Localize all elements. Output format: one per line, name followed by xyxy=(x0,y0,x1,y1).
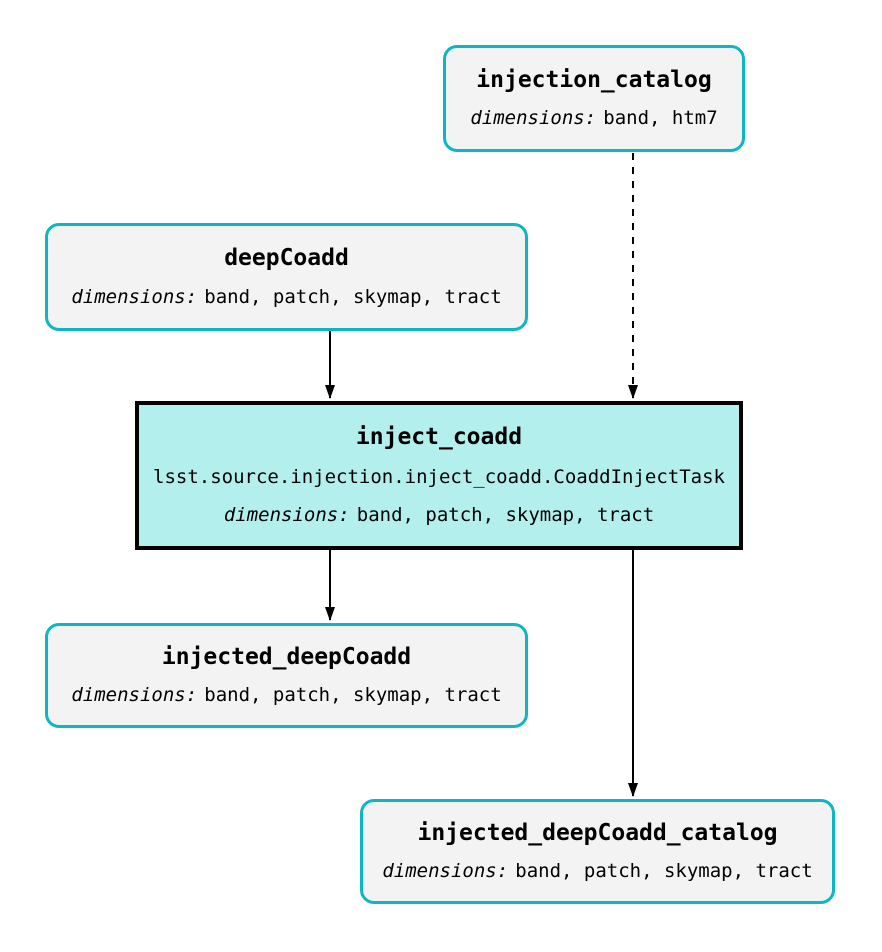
dimensions-value: band, htm7 xyxy=(603,107,718,130)
node-title: deepCoadd xyxy=(224,244,349,271)
dimensions-label: dimensions: xyxy=(223,503,350,526)
node-inject-coadd-task: inject_coadd lsst.source.injection.injec… xyxy=(135,401,743,550)
node-injection-catalog: injection_catalog dimensions: band, htm7 xyxy=(443,45,745,152)
dimensions-value: band, patch, skymap, tract xyxy=(204,684,502,707)
node-dimensions: dimensions: band, patch, skymap, tract xyxy=(223,503,655,526)
node-title: inject_coadd xyxy=(355,424,523,451)
node-dimensions: dimensions: band, htm7 xyxy=(470,108,717,129)
dimensions-label: dimensions: xyxy=(71,286,198,309)
dimensions-value: band, patch, skymap, tract xyxy=(515,860,813,883)
node-title: injection_catalog xyxy=(476,66,712,93)
task-class-path: lsst.source.injection.inject_coadd.Coadd… xyxy=(153,466,725,489)
dimensions-label: dimensions: xyxy=(470,107,597,130)
node-injected-deepcoadd: injected_deepCoadd dimensions: band, patc… xyxy=(45,623,528,728)
node-dimensions: dimensions: band, patch, skymap, tract xyxy=(71,287,501,308)
node-title: injected_deepCoadd_catalog xyxy=(417,819,778,846)
node-deepcoadd: deepCoadd dimensions: band, patch, skymap… xyxy=(45,223,528,331)
dimensions-value: band, patch, skymap, tract xyxy=(356,503,655,526)
dimensions-label: dimensions: xyxy=(71,684,198,707)
dimensions-label: dimensions: xyxy=(382,860,509,883)
node-title: injected_deepCoadd xyxy=(161,643,412,670)
node-injected-deepcoadd-catalog: injected_deepCoadd_catalog dimensions: ba… xyxy=(360,799,835,904)
node-dimensions: dimensions: band, patch, skymap, tract xyxy=(382,861,812,882)
dimensions-value: band, patch, skymap, tract xyxy=(204,286,502,309)
node-dimensions: dimensions: band, patch, skymap, tract xyxy=(71,685,501,706)
